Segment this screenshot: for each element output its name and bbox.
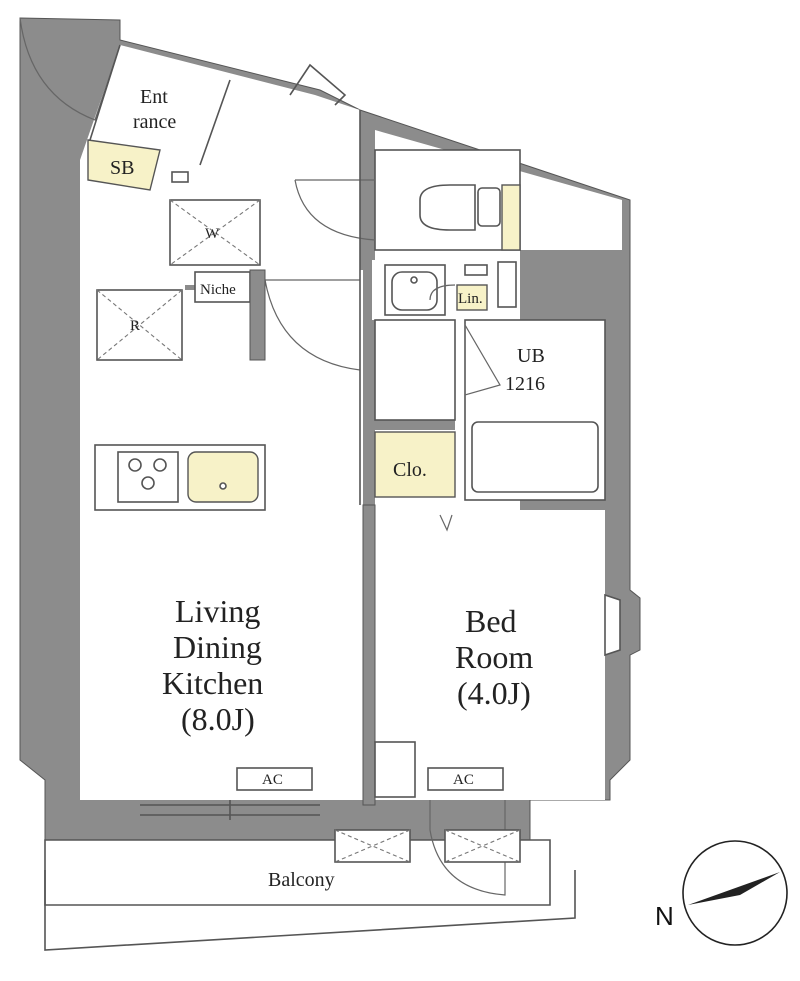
bath-door [464,322,501,396]
top-window [289,63,347,106]
entrance-door [19,17,121,121]
toilet-bowl [419,184,476,231]
balcony-label: Balcony [268,869,335,891]
hall-door [264,279,361,371]
balcony-door [429,800,506,896]
toilet-storage [501,184,521,251]
ac-unit-ldk [236,767,313,791]
compass-arrow-icon [688,872,780,905]
ldk-window [140,800,320,820]
intercom-panel [171,171,189,183]
linen-label: Lin. [458,291,483,307]
toilet-tank [477,187,501,227]
unit-bath-label: UB 1216 [505,345,550,395]
compass-north-label: N [655,901,674,931]
entrance-step [89,44,231,166]
niche-box [194,271,251,303]
compass: N [655,840,788,946]
washbasin [391,271,438,311]
toilet-door [294,179,376,241]
kitchen-sink [187,451,259,503]
outdoor-unit-2 [444,829,521,863]
shoe-box [87,139,161,191]
closet-label: Clo. [393,459,427,481]
closet [374,431,456,498]
linen-storage [456,284,488,311]
ac-label-ldk: AC [262,772,283,788]
bathtub [471,421,599,493]
ac-unit-bedroom [427,767,504,791]
ldk-label: Living Dining Kitchen (8.0J) [162,593,271,737]
niche-label: Niche [200,282,236,298]
ac-label-bedroom: AC [453,772,474,788]
refrigerator-label: R [130,318,140,334]
bedroom-label: Bed Room (4.0J) [455,603,541,711]
partition-wall [362,504,376,806]
washer-label: W [205,226,220,242]
bedroom-window [604,593,621,657]
shoe-box-label: SB [110,157,134,179]
entrance-label: Ent rance [133,86,176,133]
outdoor-unit-1 [334,829,411,863]
hall-partition [249,269,266,361]
balcony-railing [44,870,576,951]
stove-burners [128,458,167,490]
